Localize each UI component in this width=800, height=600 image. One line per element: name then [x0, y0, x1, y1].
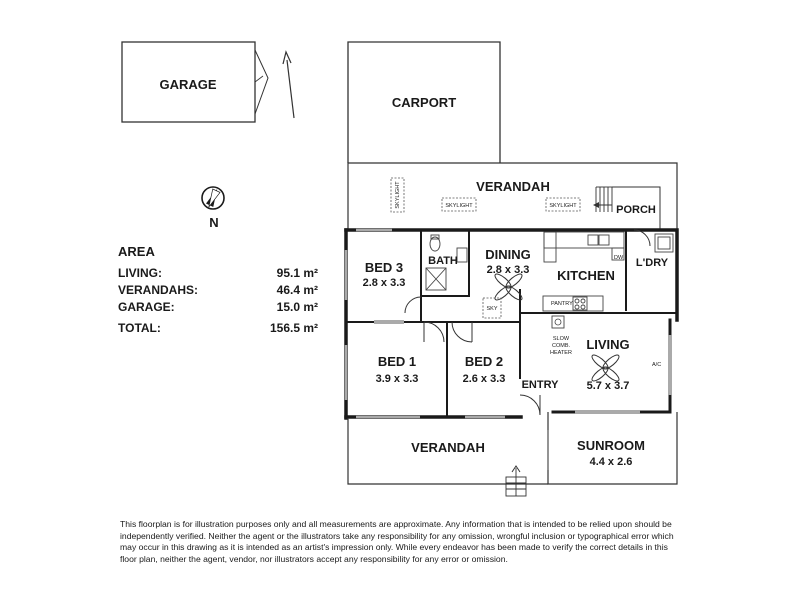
- area-row-living: LIVING: 95.1 m²: [118, 265, 318, 282]
- kitchen-fixtures: PANTRY DW: [542, 231, 625, 312]
- area-row-garage: GARAGE: 15.0 m²: [118, 299, 318, 316]
- ac-label: A/C: [652, 362, 661, 368]
- bath-fixtures: [425, 234, 468, 291]
- garage-label: GARAGE: [159, 77, 216, 92]
- sunroom: [547, 412, 678, 485]
- verandah-bottom-label: VERANDAH: [411, 440, 485, 455]
- laundry-fixtures: [654, 233, 674, 253]
- bed3-label: BED 3: [365, 260, 403, 275]
- carport-label: CARPORT: [392, 95, 456, 110]
- area-summary: AREA LIVING: 95.1 m² VERANDAHS: 46.4 m² …: [118, 244, 318, 337]
- bath-label: BATH: [428, 255, 458, 267]
- sunroom-dims: 4.4 x 2.6: [590, 456, 633, 468]
- entry-steps: [505, 465, 527, 497]
- sunroom-label: SUNROOM: [577, 438, 645, 453]
- verandah-bottom: [347, 418, 548, 485]
- area-row-value: 95.1 m²: [276, 266, 318, 280]
- porch-label: PORCH: [616, 204, 656, 216]
- area-row-total: TOTAL: 156.5 m²: [118, 320, 318, 337]
- bed1-label: BED 1: [378, 354, 416, 369]
- arrow-indicator: [282, 50, 295, 119]
- heater-line-3: HEATER: [550, 350, 572, 356]
- heater-line-1: SLOW: [553, 336, 570, 342]
- area-row-value: 46.4 m²: [276, 283, 318, 297]
- skylight-vertical-label: SKYLIGHT: [395, 181, 401, 209]
- disclaimer-text: This floorplan is for illustration purpo…: [120, 519, 674, 564]
- bed2-dims: 2.6 x 3.3: [463, 373, 506, 385]
- bed3-dims: 2.8 x 3.3: [363, 277, 406, 289]
- garage: GARAGE: [121, 41, 269, 123]
- area-total-label: TOTAL:: [118, 321, 161, 335]
- heater-line-2: COMB.: [552, 343, 571, 349]
- kitchen-label: KITCHEN: [557, 268, 615, 283]
- dining-label: DINING: [485, 247, 531, 262]
- compass: N: [201, 186, 225, 230]
- area-total-value: 156.5 m²: [269, 321, 318, 335]
- verandah-top-label: VERANDAH: [476, 179, 550, 194]
- windows: [344, 228, 672, 419]
- verandah-top: VERANDAH SKYLIGHT SKYLIGHT SKYLIGHT: [347, 162, 678, 230]
- skylight-1-label: SKYLIGHT: [445, 203, 473, 209]
- laundry-label: L'DRY: [636, 257, 669, 269]
- ceiling-fan-living: [591, 354, 620, 382]
- area-row-label: GARAGE:: [118, 300, 175, 314]
- compass-north-label: N: [209, 215, 218, 230]
- dw-label: DW: [614, 255, 624, 261]
- doors: [404, 229, 651, 416]
- carport: CARPORT: [347, 41, 501, 163]
- area-title: AREA: [118, 244, 155, 259]
- ceiling-fan-dining: [494, 273, 523, 301]
- area-row-label: LIVING:: [118, 266, 162, 280]
- porch-stairs: PORCH: [593, 186, 661, 230]
- bed1-dims: 3.9 x 3.3: [376, 373, 419, 385]
- heater: SLOW COMB. HEATER: [550, 315, 572, 356]
- living-label: LIVING: [586, 337, 629, 352]
- pantry-label: PANTRY: [551, 301, 573, 307]
- area-row-value: 15.0 m²: [276, 300, 318, 314]
- entry-label: ENTRY: [522, 379, 560, 391]
- sky-box: [482, 297, 502, 319]
- dining-dims: 2.8 x 3.3: [487, 264, 530, 276]
- bed2-label: BED 2: [465, 354, 503, 369]
- skylight-2-label: SKYLIGHT: [549, 203, 577, 209]
- area-row-verandahs: VERANDAHS: 46.4 m²: [118, 282, 318, 299]
- area-row-label: VERANDAHS:: [118, 283, 199, 297]
- sky-label: SKY: [486, 306, 497, 312]
- living-dims: 5.7 x 3.7: [587, 380, 630, 392]
